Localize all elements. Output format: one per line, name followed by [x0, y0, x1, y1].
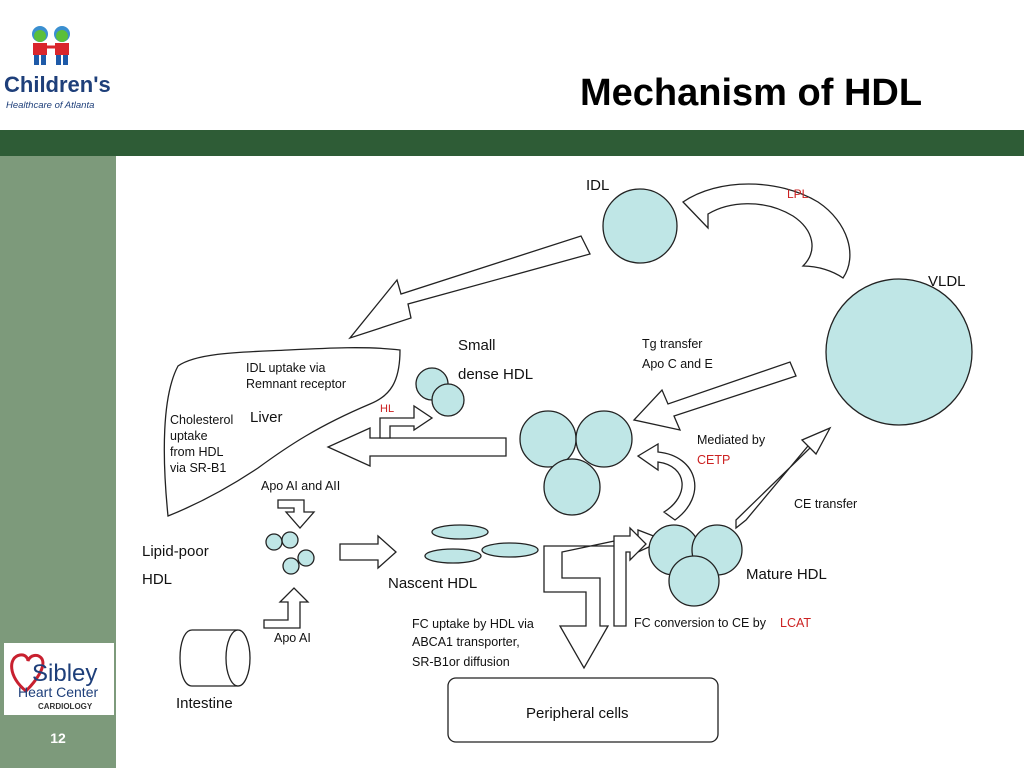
nascent-hdl-3 [481, 542, 539, 558]
header-band [0, 130, 1024, 156]
idl-to-liver-arrow [348, 235, 591, 340]
lipid-poor-hdl-1 [265, 533, 283, 551]
fc-uptake-arrow [543, 529, 666, 670]
page-title: Mechanism of HDL [580, 72, 923, 114]
middle-hdl-2 [575, 410, 633, 468]
label-idl-uptake-1: IDL uptake via [246, 361, 325, 375]
label-lipid-poor-1: Lipid-poor [142, 543, 209, 560]
sibley-logo: Sibley Heart Center CARDIOLOGY [4, 643, 114, 715]
small-dense-hdl-2 [431, 383, 465, 417]
fc-conversion-arrow [613, 526, 647, 627]
label-hl: HL [380, 403, 394, 415]
label-idl: IDL [586, 177, 609, 194]
label-cetp: CETP [697, 453, 730, 467]
label-chol-1: Cholesterol [170, 413, 233, 427]
label-fc-uptake-2: ABCA1 transporter, [412, 635, 520, 649]
sibley-sub: Heart Center [18, 684, 98, 700]
vldl-particle [825, 278, 973, 426]
lipid-to-nascent-arrow [339, 534, 397, 570]
cetp-curved-arrow [636, 442, 696, 521]
hl-arrow [379, 404, 434, 439]
label-ce-transfer: CE transfer [794, 497, 857, 511]
label-apo-ai-aii: Apo AI and AII [261, 479, 340, 493]
label-fc-conversion: FC conversion to CE by [634, 616, 767, 630]
label-mediated: Mediated by [697, 433, 766, 447]
label-fc-uptake-1: FC uptake by HDL via [412, 617, 534, 631]
label-lcat: LCAT [780, 616, 811, 630]
childrens-logo: Children's Healthcare of Atlanta [4, 26, 111, 111]
label-tg-2: Apo C and E [642, 357, 713, 371]
sibley-main: Sibley [32, 660, 97, 687]
apo-ai-aii-arrow [277, 499, 316, 529]
nascent-hdl-1 [431, 524, 489, 540]
label-small: Small [458, 337, 496, 354]
label-apo-ai: Apo AI [274, 631, 311, 645]
label-chol-3: from HDL [170, 445, 224, 459]
label-nascent: Nascent HDL [388, 575, 477, 592]
mature-hdl-3 [668, 555, 720, 607]
lipid-poor-hdl-2 [281, 531, 299, 549]
label-tg-1: Tg transfer [642, 337, 702, 351]
intestine-end [225, 629, 251, 687]
label-lpl: LPL [787, 187, 809, 201]
idl-particle [602, 188, 678, 264]
logo-subtext: Healthcare of Atlanta [6, 100, 94, 111]
ce-transfer-arrow [735, 426, 832, 530]
tg-transfer-arrow [632, 361, 797, 431]
label-mature: Mature HDL [746, 566, 827, 583]
middle-hdl-3 [543, 458, 601, 516]
middle-hdl-1 [519, 410, 577, 468]
label-chol-2: uptake [170, 429, 208, 443]
lpl-curved-arrow [681, 183, 851, 279]
lipid-poor-hdl-4 [282, 557, 300, 575]
hdl-mechanism-diagram: IDL LPL VLDL Small dense HDL IDL uptake … [142, 177, 973, 743]
sibley-tag: CARDIOLOGY [38, 702, 93, 711]
hdl-to-liver-arrow [326, 426, 507, 468]
lipid-poor-hdl-3 [297, 549, 315, 567]
label-dense-hdl: dense HDL [458, 366, 533, 383]
label-lipid-poor-2: HDL [142, 571, 172, 588]
label-chol-4: via SR-B1 [170, 461, 226, 475]
label-vldl: VLDL [928, 273, 966, 290]
kids-figure-icon [32, 26, 70, 65]
label-fc-uptake-3: SR-B1or diffusion [412, 655, 510, 669]
heart-icon [10, 653, 45, 693]
nascent-hdl-2 [424, 548, 482, 564]
apo-ai-arrow [263, 587, 310, 629]
label-intestine: Intestine [176, 695, 233, 712]
slide-number: 12 [50, 730, 66, 746]
liver-shape [163, 347, 401, 517]
label-liver: Liver [250, 409, 283, 426]
logo-text: Children's [4, 72, 111, 97]
label-peripheral: Peripheral cells [526, 705, 629, 722]
label-idl-uptake-2: Remnant receptor [246, 377, 346, 391]
peripheral-cells-box [447, 677, 719, 743]
